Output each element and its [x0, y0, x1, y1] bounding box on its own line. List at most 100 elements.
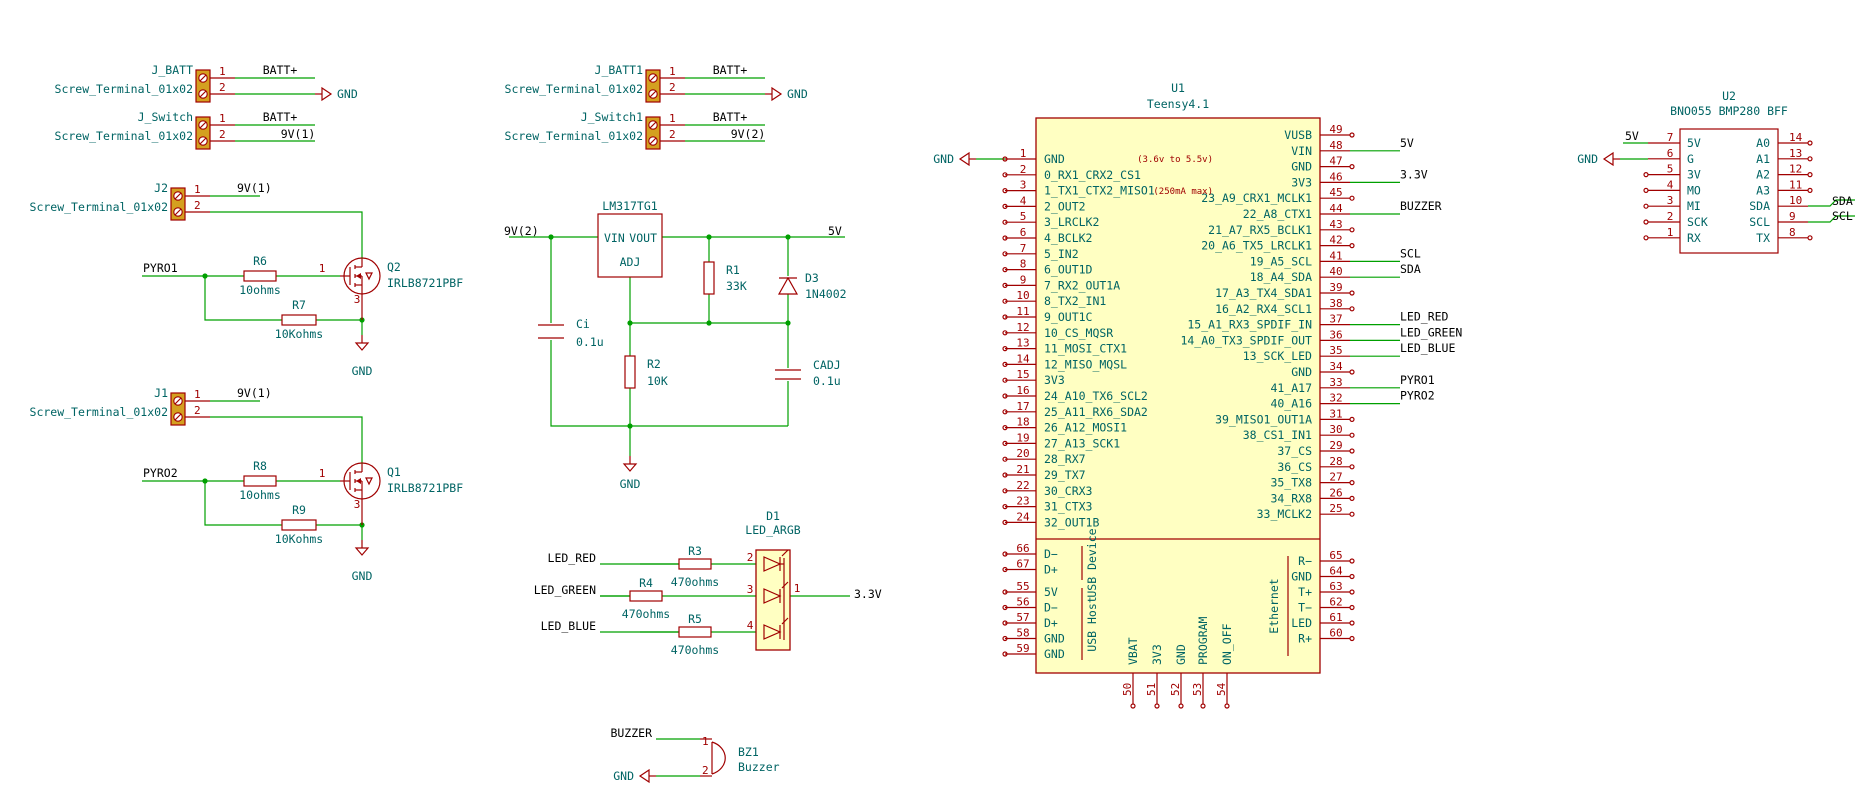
- pin-terminal: [1002, 156, 1008, 162]
- pin-number: 19: [1016, 431, 1029, 444]
- drain-wire: [210, 211, 363, 259]
- component-value: Buzzer: [738, 760, 780, 774]
- ground-label: GND: [337, 87, 358, 101]
- pin-name: SCL: [1749, 215, 1770, 229]
- ref-designator: LM317TG1: [602, 199, 657, 213]
- r2-resistor: [624, 355, 636, 389]
- net-label: BATT+: [263, 63, 298, 77]
- mosfet-q1: [340, 462, 381, 500]
- pin-number: 5: [1020, 210, 1027, 223]
- pin-number: 2: [669, 81, 676, 94]
- pin-number: 37: [1329, 313, 1342, 326]
- pin-number: 1: [669, 65, 676, 78]
- pin-name: VBAT: [1126, 637, 1140, 665]
- ref-designator: J_BATT: [151, 63, 193, 77]
- pin-number: 36: [1329, 328, 1342, 341]
- ref-designator: R6: [253, 254, 267, 268]
- pin-terminal: [1002, 251, 1008, 257]
- pin-terminal: [1349, 416, 1355, 422]
- screw-terminal-j-batt: [195, 69, 211, 103]
- pin-terminal: [1002, 440, 1008, 446]
- ref-designator: R7: [292, 298, 306, 312]
- pin-number: 54: [1215, 682, 1228, 696]
- pin-name: D−: [1044, 547, 1058, 561]
- pin-number: 16: [1016, 384, 1029, 397]
- pin-name: D−: [1044, 601, 1058, 615]
- pin-number: 2: [1020, 163, 1027, 176]
- net-label: SDA: [1832, 194, 1853, 208]
- ground-label: GND: [1577, 152, 1598, 166]
- ref-designator: R3: [688, 544, 702, 558]
- pin-name: GND: [1174, 644, 1188, 665]
- pin-name: 11_MOSI_CTX1: [1044, 342, 1127, 356]
- pin-name: 5V: [1044, 585, 1058, 599]
- pin-number: 11: [1789, 178, 1802, 191]
- pin-number: 28: [1329, 455, 1342, 468]
- pin-name: RX: [1687, 231, 1701, 245]
- pin-terminal: [1807, 156, 1813, 162]
- light-arrow-icon: [781, 581, 789, 589]
- ref-designator: U2: [1722, 89, 1736, 103]
- pin-number: 12: [1016, 321, 1029, 334]
- pin-number: 2: [219, 128, 226, 141]
- wire: [1808, 199, 1855, 207]
- pin-name: VIN: [604, 231, 625, 245]
- screw-slot-icon: [649, 137, 657, 145]
- pin-name: 33_MCLK2: [1257, 507, 1312, 521]
- pin-number: 32: [1329, 392, 1342, 405]
- net-label: BUZZER: [610, 726, 652, 740]
- pin-number: 53: [1191, 683, 1204, 696]
- pin-name: 17_A3_TX4_SDA1: [1215, 286, 1312, 300]
- pin-terminal: [1224, 703, 1230, 709]
- pin-name: 14_A0_TX3_SPDIF_OUT: [1180, 333, 1312, 347]
- pin-name: 7_RX2_OUT1A: [1044, 278, 1120, 292]
- pin-number: 23: [1016, 495, 1029, 508]
- pin-number: 7: [1667, 131, 1674, 144]
- pin-name: GND: [1044, 152, 1065, 166]
- pin-number: 52: [1169, 683, 1182, 696]
- net-label: BATT+: [713, 63, 748, 77]
- pin-number: 63: [1329, 580, 1342, 593]
- pin-name: A3: [1756, 183, 1770, 197]
- net-label: 5V: [1625, 129, 1639, 143]
- pin-number: 8: [1020, 258, 1027, 271]
- component-value: 0.1u: [813, 374, 841, 388]
- pin-name: GND: [1044, 632, 1065, 646]
- pin-name: 3_LRCLK2: [1044, 215, 1099, 229]
- pin-terminal: [1002, 519, 1008, 526]
- pin-number: 57: [1016, 611, 1029, 624]
- ref-designator: J1: [154, 386, 168, 400]
- pin-name: 4_BCLK2: [1044, 231, 1092, 245]
- pin-terminal: [1349, 573, 1355, 580]
- pin-number: 17: [1016, 400, 1029, 413]
- pin-name: 38_CS1_IN1: [1243, 428, 1312, 442]
- pin-name: 30_CRX3: [1044, 484, 1093, 498]
- imu-body: [1679, 128, 1779, 254]
- pin-terminal: [1349, 448, 1355, 454]
- pin-number: 2: [194, 404, 201, 417]
- ground-symbol: [354, 342, 370, 351]
- pin-terminal: [1002, 456, 1008, 462]
- pin-terminal: [1154, 703, 1160, 709]
- ground-symbol: [622, 463, 638, 472]
- pin-terminal: [1002, 267, 1008, 273]
- pin-number: 2: [669, 128, 676, 141]
- pin-name: VOUT: [629, 231, 657, 245]
- pin-name: 37_CS: [1277, 444, 1312, 458]
- pin-number: 26: [1329, 486, 1342, 499]
- pin-number: 45: [1329, 186, 1342, 199]
- pin-name: 3V3: [1291, 175, 1312, 189]
- pin-number: 38: [1329, 297, 1342, 310]
- pin-terminal: [1002, 604, 1008, 611]
- arrow-icon: [356, 273, 361, 279]
- pin-terminal: [1002, 361, 1008, 367]
- arrow-icon: [356, 478, 361, 484]
- pin-name: 27_A13_SCK1: [1044, 436, 1120, 450]
- net-label: BATT+: [713, 110, 748, 124]
- component-value: 10K: [647, 374, 668, 388]
- pin-number: 65: [1329, 549, 1342, 562]
- pin-number: 10: [1016, 289, 1029, 302]
- pin-terminal: [1200, 703, 1206, 709]
- pin-name: 16_A2_RX4_SCL1: [1215, 302, 1312, 316]
- pin-number: 47: [1329, 155, 1342, 168]
